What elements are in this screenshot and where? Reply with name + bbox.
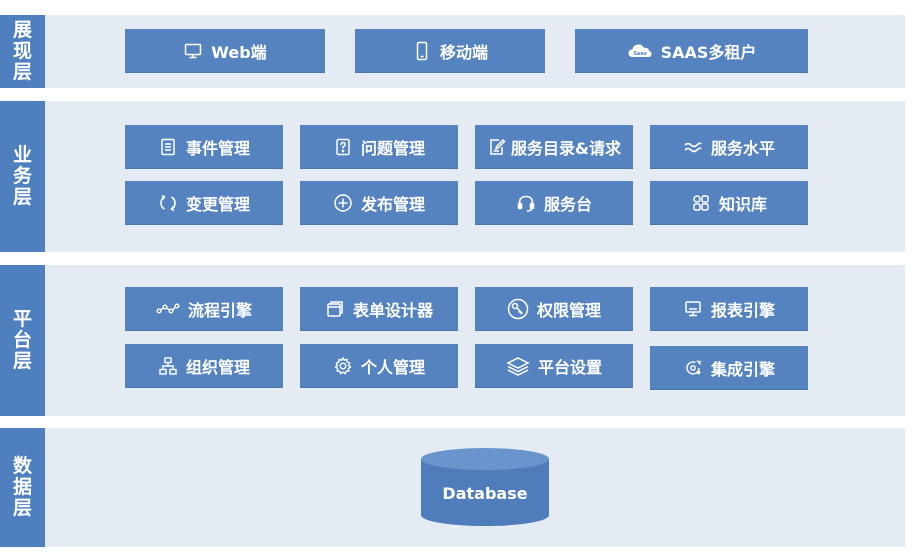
key-circle-icon	[507, 298, 529, 319]
organization-management-label: 组织管理	[185, 357, 250, 377]
phone-icon	[412, 41, 432, 61]
incident-management-label: 事件管理	[185, 138, 250, 158]
cloud-icon: Saas	[627, 41, 653, 61]
gear-icon	[333, 356, 353, 376]
layers-icon	[506, 356, 530, 376]
saas-tenant-label: SAAS多租户	[660, 42, 757, 62]
form-designer-label: 表单设计器	[352, 300, 433, 320]
incident-management-box[interactable]: 事件管理	[125, 125, 283, 169]
service-level-label: 服务水平	[710, 138, 775, 158]
workflow-engine-box[interactable]: 流程引擎	[125, 287, 283, 331]
platform-layer-label: 平 台 层	[0, 265, 45, 416]
business-layer-body	[45, 101, 905, 252]
web-client-label: Web端	[211, 42, 267, 62]
data-layer-label: 数 据 层	[0, 428, 45, 547]
question-doc-icon	[333, 137, 353, 157]
organization-management-box[interactable]: 组织管理	[125, 344, 283, 388]
presentation-layer: 展 现 层 Web端 移动端 Saas SAAS多租户	[0, 15, 905, 88]
service-level-box[interactable]: 服务水平	[650, 125, 808, 169]
form-designer-box[interactable]: 表单设计器	[300, 287, 458, 331]
knowledge-base-box[interactable]: 知识库	[650, 181, 808, 225]
document-list-icon	[158, 137, 178, 157]
headset-icon	[516, 193, 536, 213]
saas-tenant-box[interactable]: Saas SAAS多租户	[575, 29, 808, 73]
integration-engine-box[interactable]: 集成引擎	[650, 346, 808, 390]
release-management-label: 发布管理	[360, 194, 425, 214]
personal-management-box[interactable]: 个人管理	[300, 344, 458, 388]
personal-management-label: 个人管理	[360, 357, 425, 377]
web-client-box[interactable]: Web端	[125, 29, 325, 73]
problem-management-box[interactable]: 问题管理	[300, 125, 458, 169]
mobile-client-label: 移动端	[439, 42, 488, 62]
platform-layer: 平 台 层 流程引擎 表单设计器 权限管理 报表引擎 组织管理	[0, 265, 905, 416]
cycle-arrows-icon	[158, 193, 178, 213]
business-layer-label: 业 务 层	[0, 101, 45, 252]
platform-settings-label: 平台设置	[537, 357, 602, 377]
report-engine-label: 报表引擎	[710, 300, 775, 320]
permission-management-label: 权限管理	[536, 300, 601, 320]
database-icon	[421, 448, 549, 526]
service-catalog-box[interactable]: 服务目录&请求	[475, 125, 633, 169]
change-management-box[interactable]: 变更管理	[125, 181, 283, 225]
presentation-layer-label: 展 现 层	[0, 15, 45, 88]
integration-gear-icon	[683, 358, 703, 378]
release-management-box[interactable]: 发布管理	[300, 181, 458, 225]
change-management-label: 变更管理	[185, 194, 250, 214]
edit-doc-icon	[487, 137, 507, 157]
service-desk-box[interactable]: 服务台	[475, 181, 633, 225]
monitor-icon	[183, 41, 203, 61]
service-catalog-label: 服务目录&请求	[511, 138, 621, 158]
flow-nodes-icon	[156, 299, 180, 319]
business-layer: 业 务 层 事件管理 问题管理 服务目录&请求 服务水平 变更管理	[0, 101, 905, 252]
workflow-engine-label: 流程引擎	[187, 300, 252, 320]
wave-icon	[683, 137, 703, 157]
grid-icon	[691, 193, 711, 213]
report-engine-box[interactable]: 报表引擎	[650, 287, 808, 331]
mobile-client-box[interactable]: 移动端	[355, 29, 545, 73]
knowledge-base-label: 知识库	[718, 194, 767, 214]
database-cylinder[interactable]: Database	[420, 447, 550, 527]
service-desk-label: 服务台	[543, 194, 592, 214]
svg-text:Saas: Saas	[633, 51, 646, 57]
database-label: Database	[442, 484, 528, 503]
org-tree-icon	[158, 356, 178, 376]
plus-circle-icon	[333, 193, 353, 213]
monitor-chart-icon	[683, 299, 703, 319]
integration-engine-label: 集成引擎	[710, 359, 775, 379]
permission-management-box[interactable]: 权限管理	[475, 287, 633, 331]
window-stack-icon	[325, 299, 345, 319]
problem-management-label: 问题管理	[360, 138, 425, 158]
platform-settings-box[interactable]: 平台设置	[475, 344, 633, 388]
